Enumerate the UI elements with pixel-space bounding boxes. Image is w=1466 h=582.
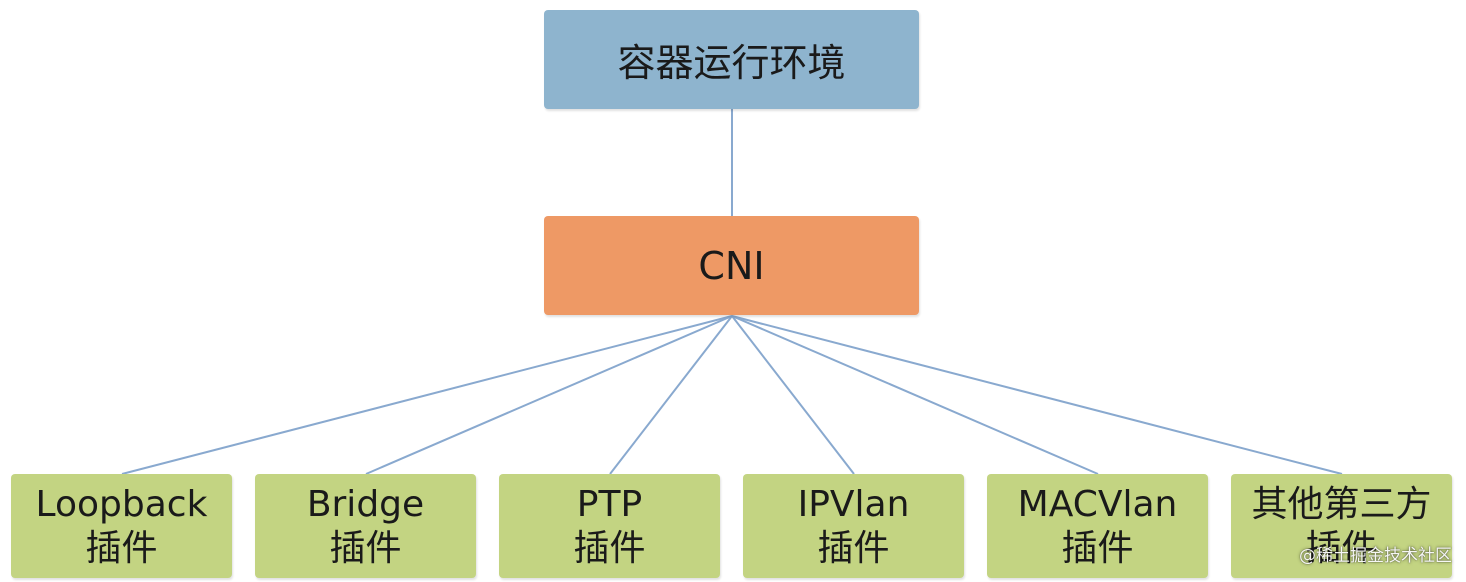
macvlan-plugin-node: MACVlan 插件 xyxy=(987,474,1208,578)
third-party-plugin-suffix: 插件 xyxy=(1305,528,1378,569)
container-runtime-label: 容器运行环境 xyxy=(617,41,846,85)
macvlan-plugin-name: MACVlan xyxy=(1017,484,1178,525)
connector-cni-bridge xyxy=(365,315,733,475)
ptp-plugin-name: PTP xyxy=(576,484,643,525)
connector-cni-macvlan xyxy=(731,315,1099,475)
connector-cni-ipvlan xyxy=(731,315,855,475)
loopback-plugin-name: Loopback xyxy=(35,484,208,525)
connector-cni-loopback xyxy=(121,315,733,475)
connector-cni-ptp xyxy=(609,315,733,475)
loopback-plugin-suffix: 插件 xyxy=(85,528,158,569)
third-party-plugin-node: 其他第三方 插件 xyxy=(1231,474,1452,578)
ptp-plugin-suffix: 插件 xyxy=(573,528,646,569)
ipvlan-plugin-node: IPVlan 插件 xyxy=(743,474,964,578)
bridge-plugin-suffix: 插件 xyxy=(329,528,402,569)
ptp-plugin-node: PTP 插件 xyxy=(499,474,720,578)
third-party-plugin-name: 其他第三方 xyxy=(1251,484,1432,525)
macvlan-plugin-suffix: 插件 xyxy=(1061,528,1134,569)
cni-label: CNI xyxy=(698,243,765,288)
cni-node: CNI xyxy=(544,216,919,315)
container-runtime-node: 容器运行环境 xyxy=(544,10,919,109)
connector-cni-thirdparty xyxy=(731,315,1343,475)
ipvlan-plugin-suffix: 插件 xyxy=(817,528,890,569)
bridge-plugin-name: Bridge xyxy=(306,484,425,525)
ipvlan-plugin-name: IPVlan xyxy=(797,484,910,525)
loopback-plugin-node: Loopback 插件 xyxy=(11,474,232,578)
bridge-plugin-node: Bridge 插件 xyxy=(255,474,476,578)
watermark: @稀土掘金技术社区 xyxy=(1299,546,1452,566)
